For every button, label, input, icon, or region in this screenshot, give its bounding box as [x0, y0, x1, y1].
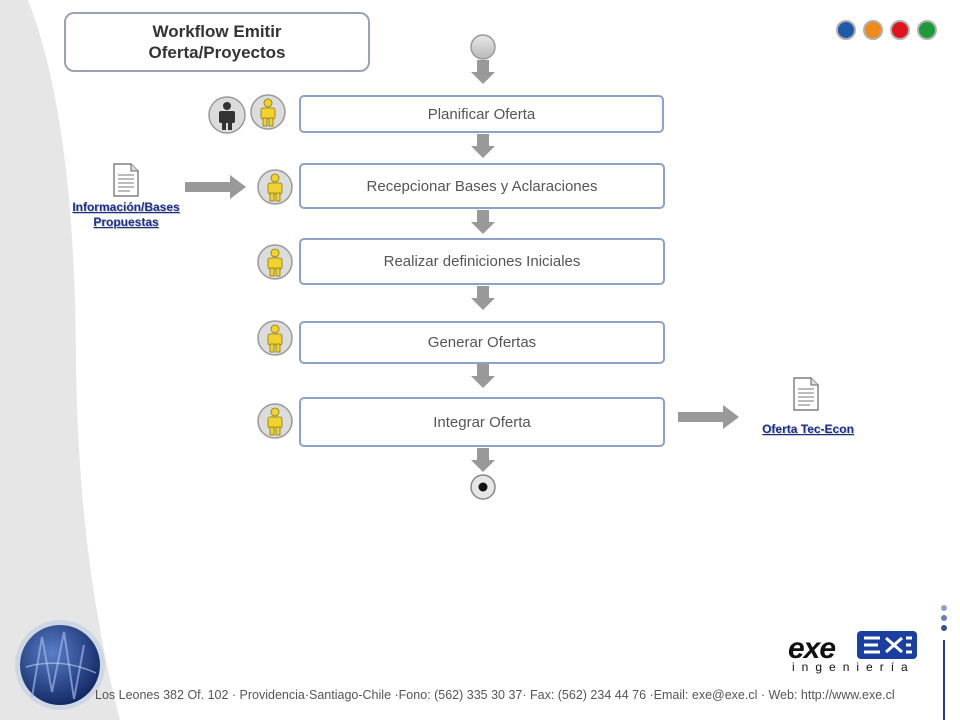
output-document-label: Oferta Tec-Econ	[762, 422, 854, 436]
title-line-1: Workflow Emitir	[152, 22, 282, 41]
input-arrow	[185, 175, 246, 199]
yellow-actor-icon	[257, 169, 293, 205]
down-arrow-3	[471, 210, 495, 234]
title-line-2: Oferta/Proyectos	[148, 43, 286, 62]
yellow-actor-icon	[257, 244, 293, 280]
header-dots	[836, 20, 937, 40]
blue-dot	[836, 20, 856, 40]
step-integrar-oferta: Integrar Oferta	[299, 397, 665, 447]
down-arrow-2	[471, 134, 495, 158]
down-arrow-5	[471, 364, 495, 388]
orange-dot	[863, 20, 883, 40]
yellow-actor-icon	[257, 403, 293, 439]
input-document-label: Información/Bases Propuestas	[58, 200, 194, 230]
yellow-actor-icon	[257, 320, 293, 356]
step-planificar-oferta: Planificar Oferta	[299, 95, 664, 133]
down-arrow-6	[471, 448, 495, 472]
step-definiciones-iniciales: Realizar definiciones Iniciales	[299, 238, 665, 285]
step-generar-ofertas: Generar Ofertas	[299, 321, 665, 364]
start-node	[470, 34, 496, 60]
green-dot	[917, 20, 937, 40]
input-document-icon	[113, 163, 139, 197]
step-recepcionar-bases: Recepcionar Bases y Aclaraciones	[299, 163, 665, 209]
input-document-label-line-1: Información/Bases	[72, 200, 180, 214]
red-dot	[890, 20, 910, 40]
globe-image	[15, 620, 105, 710]
dark-actor-icon	[208, 96, 246, 134]
down-arrow-4	[471, 286, 495, 310]
diagram-title: Workflow Emitir Oferta/Proyectos	[64, 12, 370, 72]
company-logo-word: exe	[788, 632, 836, 665]
output-document-icon	[793, 377, 819, 411]
down-arrow-1	[471, 60, 495, 84]
output-arrow	[678, 405, 739, 429]
input-document-label-line-2: Propuestas	[93, 215, 159, 229]
company-logo-subtitle: ingeniería	[792, 660, 915, 674]
exe-logo-mark	[857, 631, 917, 659]
yellow-actor-icon	[250, 94, 286, 130]
footer-contact-info: Los Leones 382 Of. 102 · Providencia·San…	[95, 688, 895, 702]
